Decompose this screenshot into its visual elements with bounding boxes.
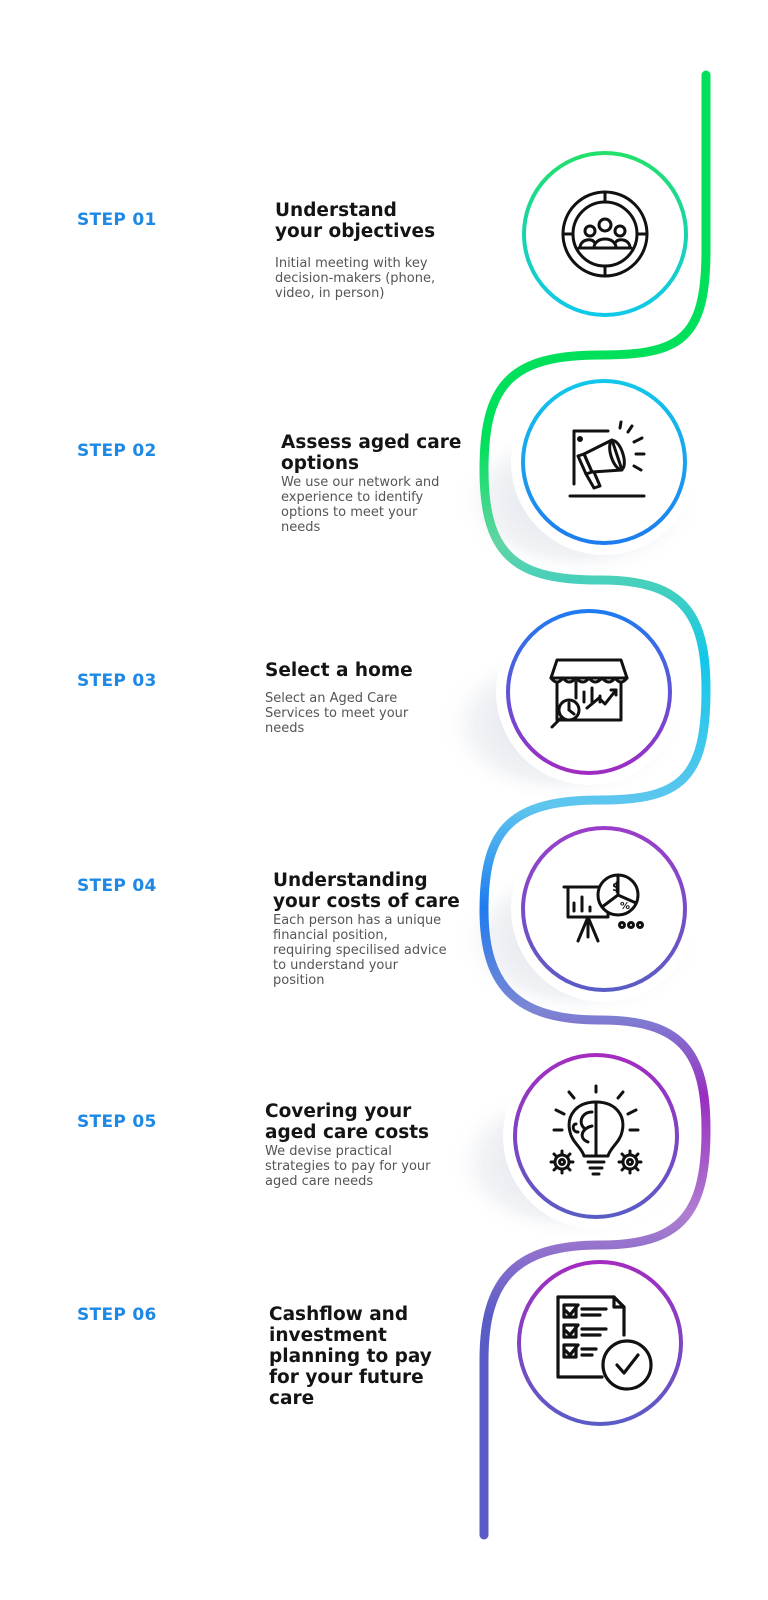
svg-text:%: % — [620, 901, 630, 912]
step-3-text: Select a home Select an Aged Care Servic… — [265, 660, 455, 736]
checklist-approved-icon — [556, 1295, 653, 1391]
brain-bulb-gears-icon — [549, 1084, 643, 1176]
step-label-2: STEP 02 — [77, 441, 157, 461]
step-ring-2 — [521, 379, 687, 545]
step-title: Covering your aged care costs — [265, 1101, 430, 1143]
step-disc-3 — [496, 599, 682, 785]
step-label-5: STEP 05 — [77, 1112, 157, 1132]
target-people-icon — [561, 190, 649, 278]
step-ring-6 — [517, 1260, 683, 1426]
step-6-text: Cashflow and investment planning to pay … — [269, 1304, 459, 1409]
step-4-text: Understanding your costs of care Each pe… — [273, 870, 463, 988]
presentation-chart-icon: $ % — [562, 873, 644, 943]
step-description: We use our network and experience to ide… — [281, 475, 440, 535]
step-title: Assess aged care options — [281, 432, 462, 474]
megaphone-board-icon — [568, 420, 646, 498]
step-description: Select an Aged Care Services to meet you… — [265, 691, 409, 736]
svg-text:$: $ — [612, 880, 620, 894]
step-ring-5 — [513, 1053, 679, 1219]
serpentine-connector — [479, 70, 711, 1540]
step-title: Cashflow and investment planning to pay … — [269, 1304, 432, 1409]
step-title: Understanding your costs of care — [273, 870, 460, 912]
step-description: Each person has a unique financial posit… — [273, 913, 447, 988]
step-description: We devise practical strategies to pay fo… — [265, 1144, 431, 1189]
step-description: Initial meeting with key decision-makers… — [275, 256, 436, 301]
step-5-text: Covering your aged care costs We devise … — [265, 1101, 455, 1189]
step-1-text: Understand your objectives Initial meeti… — [275, 200, 465, 301]
step-label-6: STEP 06 — [77, 1305, 157, 1325]
step-ring-3 — [506, 609, 672, 775]
step-title: Select a home — [265, 660, 413, 681]
step-ring-1 — [522, 151, 688, 317]
step-disc-6 — [514, 1257, 686, 1429]
storefront-analytics-icon — [549, 658, 629, 729]
step-title: Understand your objectives — [275, 200, 436, 242]
step-2-text: Assess aged care options We use our netw… — [281, 432, 471, 535]
step-ring-4 — [521, 826, 687, 992]
step-label-4: STEP 04 — [77, 876, 157, 896]
step-disc-1 — [521, 150, 689, 318]
step-disc-2 — [511, 369, 697, 555]
step-label-3: STEP 03 — [77, 671, 157, 691]
step-label-1: STEP 01 — [77, 210, 157, 230]
